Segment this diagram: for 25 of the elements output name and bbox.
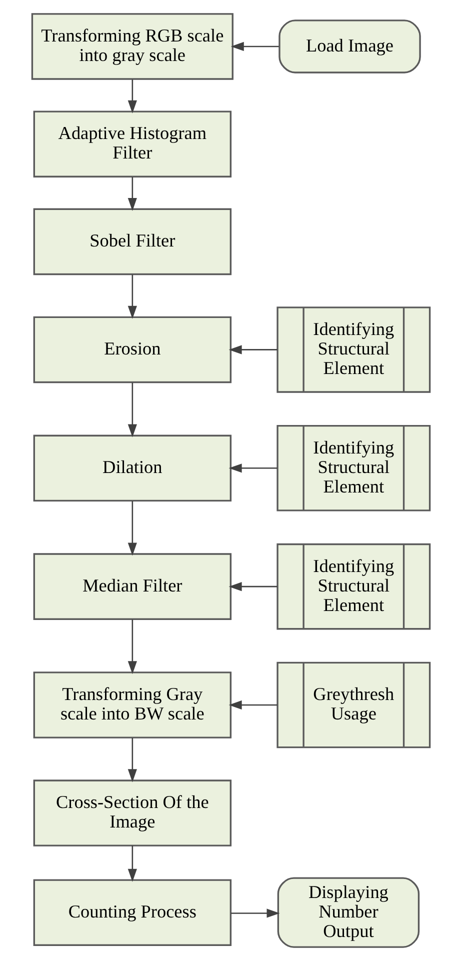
arrow <box>228 464 278 473</box>
node-box: Erosion <box>33 316 232 384</box>
arrow <box>228 345 278 354</box>
node-box: Load Image <box>278 20 421 74</box>
node-box: Displaying Number Output <box>277 877 420 948</box>
arrow <box>228 582 278 592</box>
node-box: Adaptive Histogram Filter <box>33 110 232 178</box>
node-box: Cross-Section Of the Image <box>33 780 232 846</box>
arrow <box>128 80 137 114</box>
arrow <box>128 382 137 438</box>
arrow <box>128 846 137 882</box>
arrow <box>230 42 279 52</box>
node-box: Median Filter <box>33 553 232 620</box>
node-box: Counting Process <box>33 879 232 946</box>
node-box: Transforming Gray scale into BW scale <box>33 672 232 738</box>
arrow <box>128 501 137 556</box>
node-box: Sobel Filter <box>33 208 232 276</box>
arrow <box>128 620 137 674</box>
arrow <box>228 700 278 710</box>
arrow <box>128 177 137 211</box>
node-box: Transforming RGB scale into gray scale <box>31 13 234 80</box>
arrow <box>230 908 280 918</box>
arrow <box>128 738 137 782</box>
node-box: Dilation <box>33 434 232 502</box>
arrow <box>128 274 137 319</box>
